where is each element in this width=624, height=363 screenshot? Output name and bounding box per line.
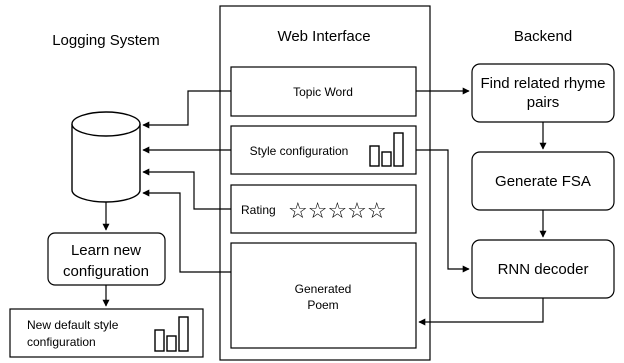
topic-word-label: Topic Word (293, 85, 353, 99)
arrow-style-to-rnn (416, 149, 470, 273)
generate-fsa-box: Generate FSA (471, 151, 615, 211)
generated-poem-box: Generated Poem (230, 242, 417, 349)
arrow-topic-to-database (142, 90, 231, 129)
generated-poem-label-line1: Generated (295, 282, 352, 296)
logging-system-heading: Logging System (52, 32, 160, 49)
bar-chart-icon (369, 132, 404, 167)
connector-arrows (102, 87, 547, 326)
learn-label-line1: Learn new (71, 242, 141, 259)
new-default-style-box: New default style configuration (9, 308, 204, 358)
style-configuration-label: Style configuration (250, 144, 349, 158)
rnn-decoder-label: RNN decoder (498, 261, 589, 278)
bar-chart-icon (154, 316, 189, 352)
web-interface-heading: Web Interface (277, 28, 370, 45)
topic-word-box: Topic Word (230, 66, 417, 117)
star-rating-icon: ☆☆☆☆☆ (288, 199, 387, 224)
rnn-decoder-box: RNN decoder (471, 239, 615, 299)
database-icon (71, 111, 141, 203)
web-interface-panel (219, 5, 431, 361)
new-default-label-line2: configuration (27, 335, 96, 349)
backend-heading: Backend (514, 28, 572, 45)
arrow-rating-to-database (142, 168, 231, 210)
generated-poem-label-line2: Poem (307, 298, 338, 312)
new-default-label-line1: New default style (27, 318, 119, 332)
arrow-rnn-to-poem (418, 298, 544, 326)
find-rhyme-pairs-box: Find related rhyme pairs (471, 63, 615, 123)
learn-new-configuration-box: Learn new configuration (47, 232, 166, 286)
find-rhyme-label-line1: Find related rhyme (480, 75, 605, 92)
arrow-poem-to-database (142, 189, 231, 273)
rating-label: Rating (241, 203, 276, 217)
rating-box: Rating ☆☆☆☆☆ (230, 184, 417, 234)
style-configuration-box: Style configuration (230, 125, 417, 175)
find-rhyme-label-line2: pairs (527, 94, 560, 111)
generate-fsa-label: Generate FSA (495, 173, 591, 190)
learn-label-line2: configuration (63, 263, 149, 280)
